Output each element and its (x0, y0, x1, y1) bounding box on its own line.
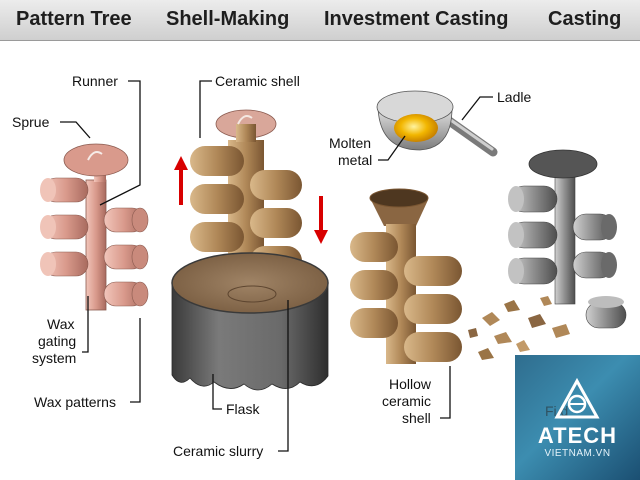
label-hollow-1: Hollow (389, 376, 432, 392)
atech-brand-text: ATECH (537, 423, 618, 448)
leader-sprue (60, 121, 91, 139)
molten-metal-glow (394, 114, 438, 142)
label-ladle: Ladle (497, 89, 531, 105)
label-wax-gating-2: gating (38, 333, 76, 349)
shell-making-scene (171, 109, 329, 391)
label-flask: Flask (226, 401, 260, 417)
stage-header: Pattern Tree Shell-Making Investment Cas… (0, 0, 640, 41)
wax-pattern-tree (40, 143, 149, 311)
hollow-ceramic-shell (350, 188, 462, 364)
shell-fragments (468, 296, 570, 360)
metal-parts-right (572, 213, 627, 329)
label-molten-1: Molten (329, 135, 371, 151)
label-ceramic-shell: Ceramic shell (215, 73, 300, 89)
investment-casting-scene (350, 90, 498, 364)
label-ceramic-slurry: Ceramic slurry (173, 443, 263, 459)
label-wax-gating-3: system (32, 350, 76, 366)
ladle (376, 90, 498, 157)
wax-runner-bar (85, 179, 107, 311)
leader-ladle (461, 96, 493, 121)
process-diagram: Runner Sprue Wax gating system Wax patte… (12, 73, 627, 459)
atech-watermark: Fi d ATECH VIETNAM.VN (515, 355, 640, 480)
label-sprue: Sprue (12, 114, 50, 130)
step-shell-making: Shell-Making (166, 8, 290, 30)
leader-wax-gating (82, 296, 89, 353)
dip-up-arrow (174, 156, 188, 205)
atech-site-text: VIETNAM.VN (544, 448, 611, 459)
label-wax-gating-1: Wax (47, 316, 74, 332)
slurry-swirl (227, 285, 277, 303)
callouts: Runner Sprue Wax gating system Wax patte… (12, 73, 531, 459)
leader-wax-patterns (130, 318, 141, 403)
leader-runner (99, 80, 141, 206)
leader-ceramic-shell (199, 80, 212, 138)
metal-parts-left (508, 185, 558, 285)
step-casting: Casting (548, 8, 622, 30)
leader-flask (212, 374, 222, 410)
slurry-surface (171, 252, 329, 314)
dip-down-arrow (314, 196, 328, 244)
label-wax-patterns: Wax patterns (34, 394, 116, 410)
step-investment-casting: Investment Casting (324, 8, 509, 30)
leader-molten (378, 135, 406, 161)
metal-casting-tree (468, 149, 627, 360)
leader-ceramic-slurry (278, 300, 289, 452)
atech-logo-icon (554, 377, 600, 419)
label-runner: Runner (72, 73, 118, 89)
wax-parts-right (103, 207, 149, 307)
wax-parts-left (40, 177, 89, 277)
step-pattern-tree: Pattern Tree (16, 8, 132, 30)
wax-cup-hook (87, 151, 103, 161)
label-hollow-3: shell (402, 410, 431, 426)
label-hollow-2: ceramic (382, 393, 431, 409)
label-molten-2: metal (338, 152, 372, 168)
leader-hollow-shell (440, 366, 451, 419)
wax-pouring-cup (63, 143, 129, 177)
